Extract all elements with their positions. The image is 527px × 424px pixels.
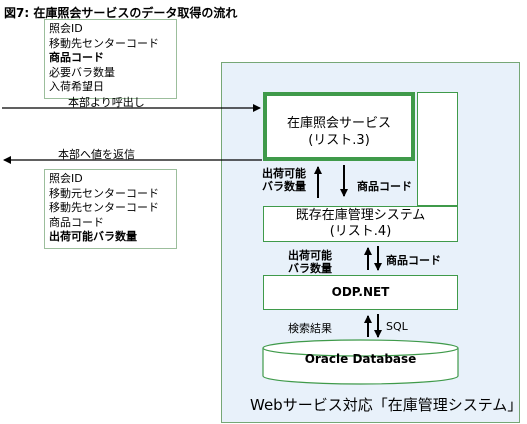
service-ref: (リスト.3) (308, 133, 370, 148)
output-param: 移動先センターコード (49, 201, 159, 214)
input-param: 必要バラ数量 (49, 65, 115, 79)
output-param: 商品コード (49, 215, 104, 229)
service-backing-box (417, 92, 458, 206)
flow3-down-label: SQL (386, 320, 408, 333)
flow1-up-label-line: 出荷可能 (262, 167, 306, 180)
service-name: 在庫照会サービス (286, 116, 391, 131)
flow1-down-label: 商品コード (357, 180, 412, 193)
inventory-service-box: 在庫照会サービス (リスト.3) (263, 92, 415, 161)
return-out-label: 本部へ値を返信 (58, 148, 135, 161)
input-param: 移動先センターコード (49, 36, 159, 50)
input-params-box: 照会ID 移動先センターコード 商品コード 必要バラ数量 入荷希望日 (44, 19, 177, 99)
flow3-up-label: 検索結果 (288, 322, 332, 335)
output-params-box: 照会ID 移動元センターコード 移動先センターコード 商品コード 出荷可能バラ数… (44, 169, 177, 249)
odp-net-box: ODP.NET (263, 275, 458, 310)
output-param: 移動元センターコード (49, 186, 159, 200)
output-param: 照会ID (49, 172, 83, 185)
call-in-label: 本部より呼出し (68, 96, 145, 109)
figure-title: 図7: 在庫照会サービスのデータ取得の流れ (4, 6, 238, 20)
output-param: 出荷可能バラ数量 (49, 230, 137, 243)
system-ref: (リスト.4) (329, 224, 392, 239)
oracle-db-label: Oracle Database (304, 352, 417, 366)
flow2-up-label-line: バラ数量 (288, 262, 332, 275)
flow2-up-label: 出荷可能 バラ数量 (288, 249, 332, 275)
flow1-up-label-line: バラ数量 (262, 180, 306, 193)
input-param: 照会ID (49, 22, 83, 35)
flow1-up-label: 出荷可能 バラ数量 (262, 167, 306, 193)
input-param: 入荷希望日 (49, 80, 104, 93)
flow2-up-label-line: 出荷可能 (288, 249, 332, 262)
web-service-label: Webサービス対応「在庫管理システム」 (250, 396, 523, 414)
input-param: 商品コード (49, 51, 104, 64)
database-cylinder (262, 339, 459, 385)
system-name: 既存在庫管理システム (295, 208, 426, 223)
flow2-down-label: 商品コード (386, 254, 441, 267)
inventory-system-box: 既存在庫管理システム (リスト.4) (263, 206, 458, 242)
